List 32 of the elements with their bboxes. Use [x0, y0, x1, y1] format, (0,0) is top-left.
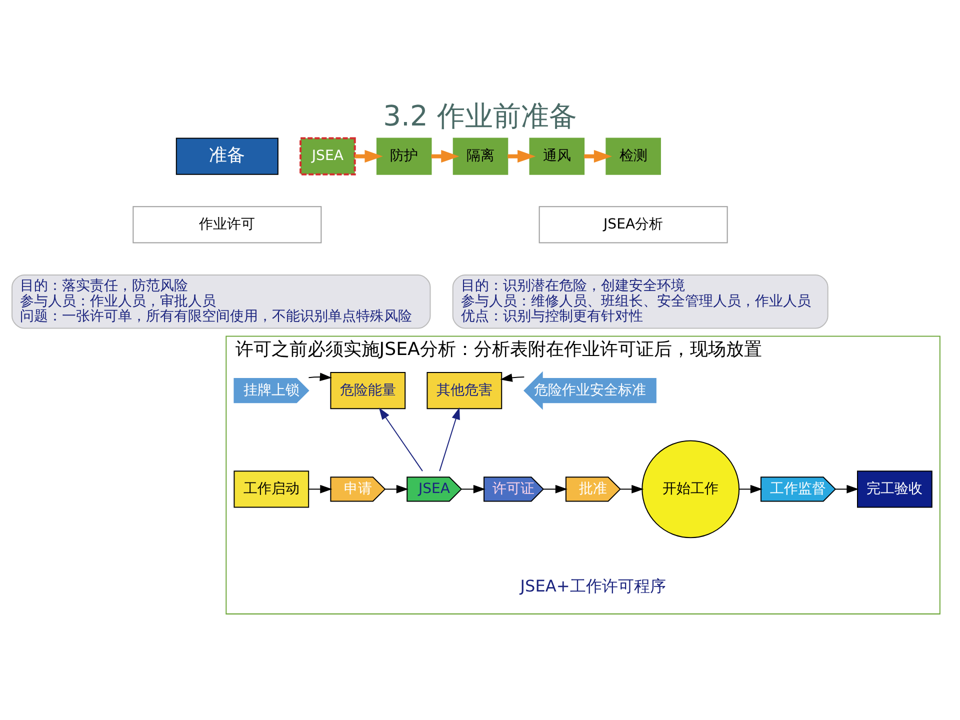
node-box: 目的：识别潜在危险，创建安全环境 参与人员：维修人员、班组长、安全管理人员，作业人员 优点：识别与控制更有针对性	[452, 274, 828, 328]
diagram-title: 3.2 作业前准备	[383, 99, 577, 132]
node-box: 通风	[529, 137, 585, 174]
node-box: 检测	[606, 137, 661, 174]
label: JSEA+工作许可程序	[520, 576, 666, 596]
node-box: 目的：落实责任，防范风险 参与人员：作业人员，审批人员 问题：一张许可单，所有有限空间使用，不能识别单点特殊风险	[12, 274, 431, 328]
arrow	[431, 149, 460, 162]
node-circle: 开始工作	[642, 440, 740, 538]
arrow	[385, 484, 408, 493]
node-box: 其他危害	[426, 371, 502, 409]
node-box: 防护	[376, 137, 432, 174]
arrow	[836, 484, 859, 493]
node-box: 准备	[176, 137, 278, 174]
arrow	[584, 149, 612, 162]
node-box: 隔离	[452, 137, 508, 174]
node-box: JSEA分析	[538, 206, 728, 243]
arrow	[500, 373, 524, 382]
arrow	[354, 149, 383, 162]
arrow	[308, 372, 332, 381]
arrow	[308, 484, 332, 493]
node-box: 危险能量	[330, 371, 406, 409]
node-box: 工作启动	[234, 470, 310, 508]
arrow	[508, 149, 536, 162]
arrow	[462, 484, 486, 493]
node-box: 完工验收	[857, 470, 932, 508]
arrow	[439, 406, 460, 471]
node-box: 作业许可	[132, 206, 322, 243]
node-box: JSEA	[300, 136, 356, 175]
arrow	[620, 484, 644, 493]
arrow	[378, 407, 423, 471]
arrow	[543, 484, 568, 493]
arrow	[739, 484, 762, 493]
